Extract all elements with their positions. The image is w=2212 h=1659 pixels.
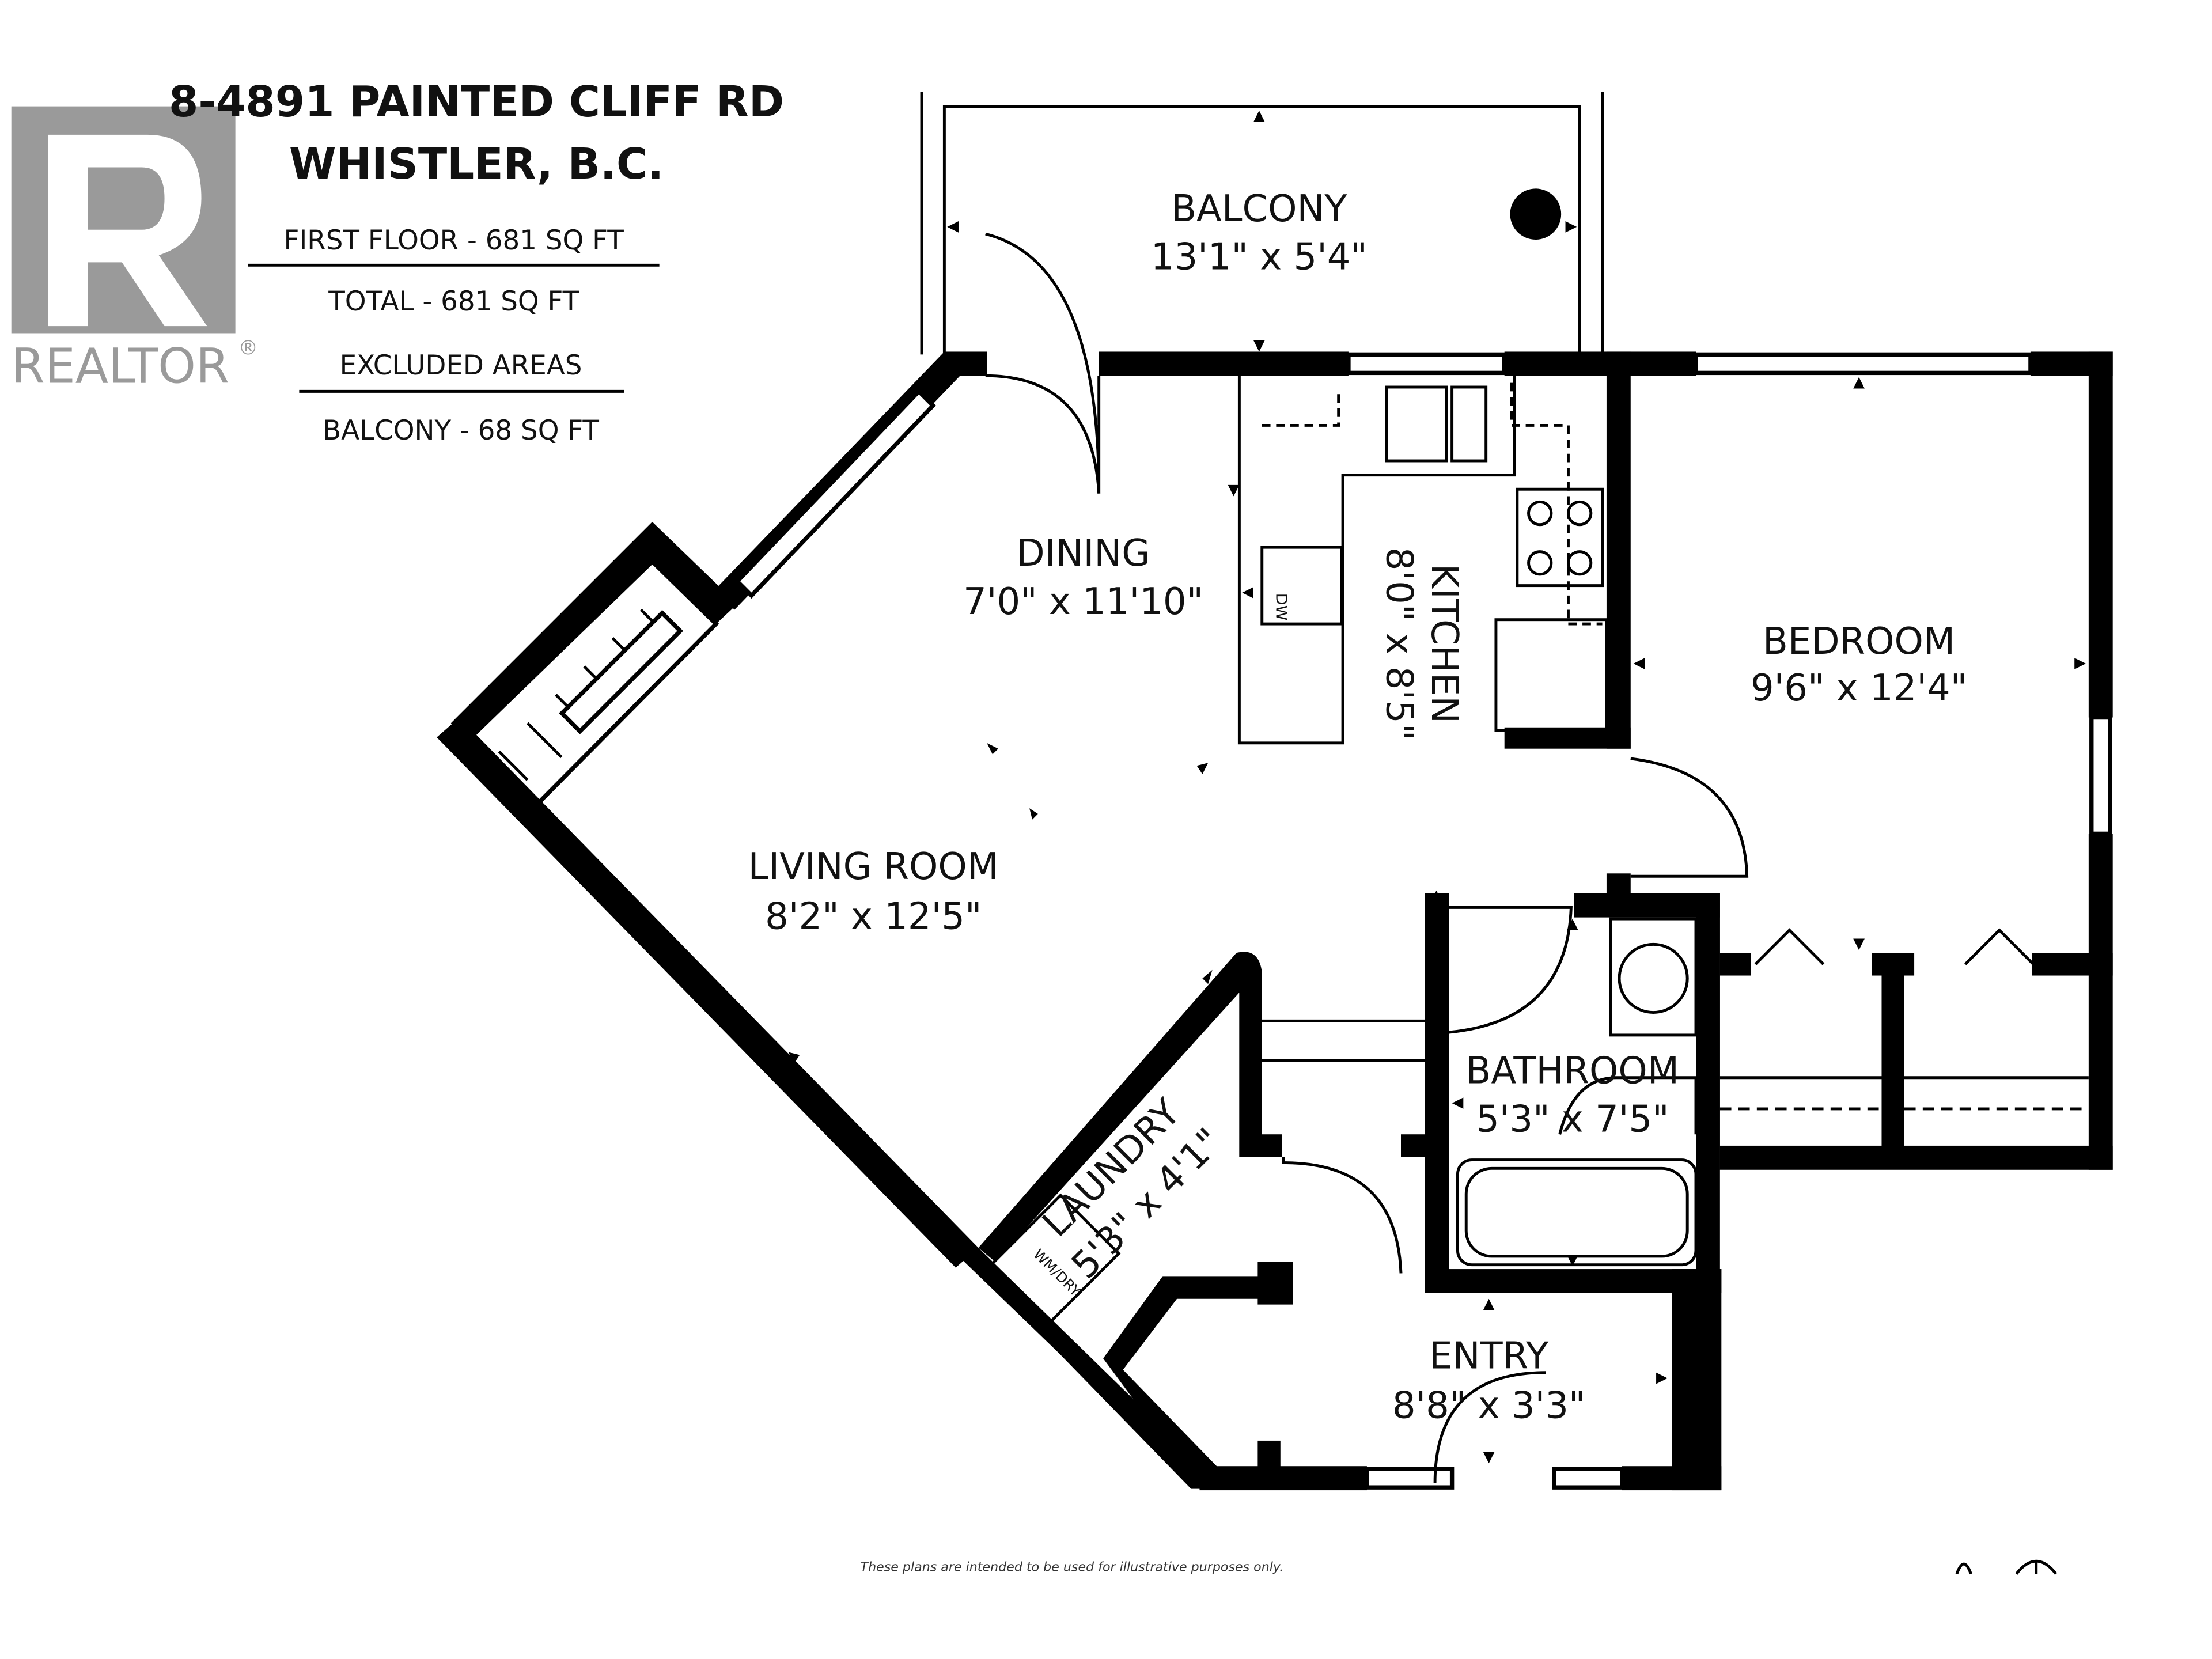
total-area: TOTAL - 681 SQ FT bbox=[328, 286, 579, 317]
first-floor-area: FIRST FLOOR - 681 SQ FT bbox=[284, 225, 624, 256]
header: 8-4891 PAINTED CLIFF RD WHISTLER, B.C. F… bbox=[169, 77, 784, 446]
balcony-name: BALCONY bbox=[1171, 188, 1347, 230]
bedroom-dims: 9'6" x 12'4" bbox=[1751, 667, 1967, 710]
sink-icon bbox=[1618, 942, 1689, 1014]
address-line-1: 8-4891 PAINTED CLIFF RD bbox=[169, 77, 784, 127]
exterior-walls bbox=[437, 351, 2113, 1491]
dining-dims: 7'0" x 11'10" bbox=[963, 581, 1203, 623]
bedroom-name: BEDROOM bbox=[1763, 620, 1955, 663]
kitchen-dims: 8'0" x 8'5" bbox=[1377, 547, 1420, 741]
bathroom-dims: 5'3" x 7'5" bbox=[1476, 1098, 1669, 1141]
balcony bbox=[920, 92, 1604, 355]
north-compass-icon bbox=[1955, 1559, 2058, 1575]
stove-icon bbox=[1516, 487, 1604, 588]
realtor-wordmark: REALTOR bbox=[12, 338, 230, 395]
bathroom-fixtures bbox=[1456, 917, 1698, 1267]
entry-name: ENTRY bbox=[1429, 1335, 1549, 1377]
fridge-icon bbox=[1494, 618, 1608, 732]
realtor-logo: REALTOR ® bbox=[12, 106, 258, 395]
doors bbox=[985, 232, 1749, 1483]
kitchen-name: KITCHEN bbox=[1423, 564, 1465, 724]
dining-name: DINING bbox=[1016, 532, 1150, 575]
entry-dims: 8'8" x 3'3" bbox=[1392, 1385, 1585, 1427]
realtor-r-icon bbox=[48, 134, 207, 327]
windows bbox=[734, 352, 2112, 1490]
excluded-areas-title: EXCLUDED AREAS bbox=[340, 350, 582, 381]
washer-dryer-icon bbox=[986, 1193, 1121, 1328]
toilet-icon bbox=[1558, 1076, 1698, 1135]
living-room-dims: 8'2" x 12'5" bbox=[765, 895, 982, 938]
kitchen-fixtures bbox=[1237, 376, 1608, 745]
dimension-ticks bbox=[788, 111, 2086, 1464]
balcony-dims: 13'1" x 5'4" bbox=[1151, 236, 1368, 279]
post-icon bbox=[1510, 188, 1562, 240]
registered-mark: ® bbox=[238, 336, 258, 359]
bathtub-icon bbox=[1464, 1166, 1689, 1258]
dishwasher-icon bbox=[1260, 546, 1343, 626]
living-room-name: LIVING ROOM bbox=[748, 846, 999, 888]
balcony-area: BALCONY - 68 SQ FT bbox=[323, 415, 599, 446]
room-labels: BALCONY 13'1" x 5'4" DINING 7'0" x 11'10… bbox=[748, 188, 1968, 1427]
dishwasher-label: DW bbox=[1272, 593, 1290, 621]
closet-details bbox=[1262, 928, 2089, 1111]
disclaimer: These plans are intended to be used for … bbox=[861, 1559, 1284, 1574]
address-line-2: WHISTLER, B.C. bbox=[289, 139, 664, 189]
bathroom-name: BATHROOM bbox=[1466, 1050, 1679, 1093]
